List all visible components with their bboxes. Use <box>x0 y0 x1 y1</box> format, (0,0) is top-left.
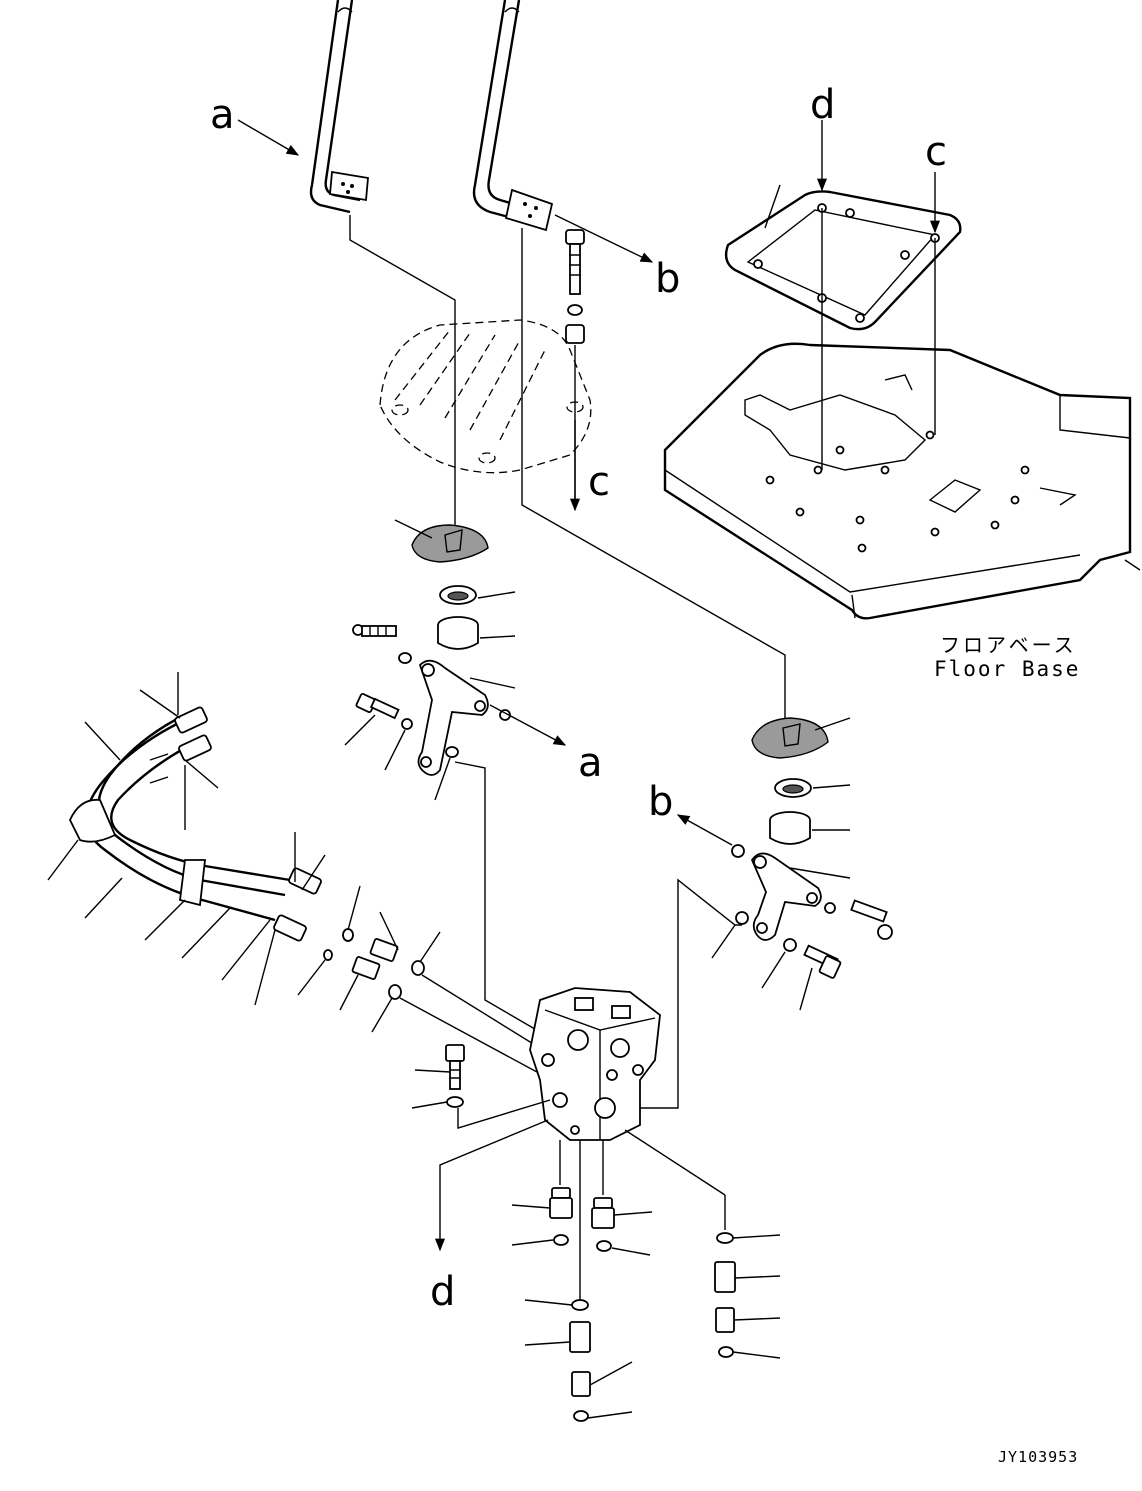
label-c-mid: c <box>588 459 610 505</box>
left-rubber-boot <box>411 524 489 563</box>
label-b-mid: b <box>648 779 673 825</box>
cover-bolt-set <box>565 229 585 500</box>
floor-base-label-en: Floor Base <box>934 657 1080 681</box>
left-lever-pin <box>352 624 412 664</box>
left-control-lever <box>309 0 369 214</box>
floor-plate <box>724 184 962 331</box>
o-ring <box>388 984 402 1000</box>
label-a-mid: a <box>578 740 603 786</box>
o-ring <box>323 949 333 961</box>
fitting-1 <box>549 1187 573 1246</box>
o-ring <box>411 960 425 976</box>
floor-base <box>663 342 1141 620</box>
fitting-3 <box>569 1299 591 1422</box>
floor-base-label-jp: フロアベース <box>940 633 1077 657</box>
lever-cover-outline <box>379 319 592 474</box>
leader-line <box>454 761 541 1033</box>
leader-line <box>349 215 456 525</box>
label-a-top: a <box>210 92 235 138</box>
fitting-4 <box>714 1232 736 1358</box>
left-bracket-bolt <box>355 693 459 758</box>
right-bracket-bolt <box>803 944 842 979</box>
fitting-2 <box>591 1197 615 1252</box>
label-c-top: c <box>925 129 947 175</box>
right-control-lever <box>472 0 554 232</box>
left-lever-bracket <box>417 659 489 776</box>
right-bushing <box>769 811 811 845</box>
washer <box>783 938 797 952</box>
arrow-b-mid <box>676 814 733 846</box>
elbow-fitting <box>351 938 399 980</box>
right-rubber-boot <box>751 717 829 759</box>
right-lever-bracket <box>750 852 822 941</box>
leader-line <box>521 228 786 720</box>
arrow-b-top <box>554 214 654 263</box>
valve-mount-bolt <box>445 1044 465 1108</box>
hose-assembly <box>69 706 322 942</box>
drawing-code: JY103953 <box>998 1448 1078 1466</box>
left-bushing <box>437 616 479 650</box>
arrow-a-top <box>237 119 300 156</box>
label-d-bottom: d <box>430 1269 455 1315</box>
label-b-top: b <box>655 256 680 302</box>
label-d-top: d <box>810 82 835 128</box>
arrow-a-mid <box>489 704 567 746</box>
pilot-valve-body <box>529 987 661 1141</box>
o-ring <box>342 928 354 942</box>
right-seal <box>774 778 812 798</box>
leader-line <box>640 878 742 1109</box>
right-lever-pin <box>824 899 893 940</box>
washer <box>735 911 749 925</box>
left-seal <box>439 585 477 605</box>
washer <box>731 844 745 858</box>
